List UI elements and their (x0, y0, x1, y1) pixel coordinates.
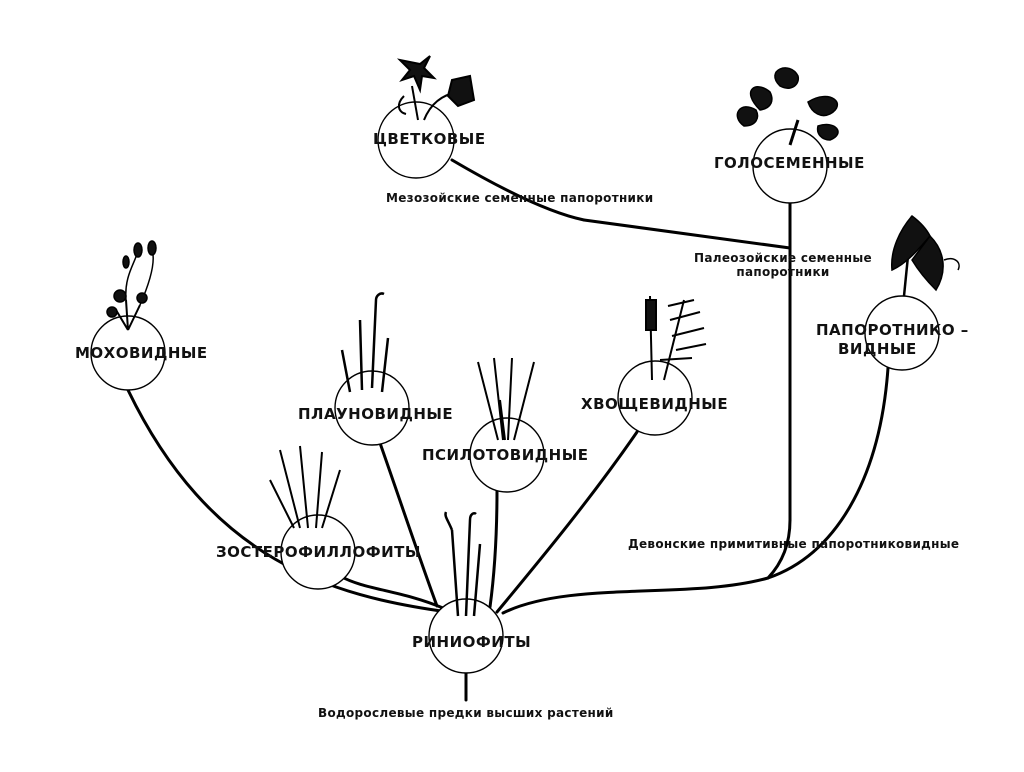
label-gymnosperms: ГОЛОСЕМЕННЫЕ (714, 154, 865, 172)
gymnosperm-plant-icon (736, 67, 839, 146)
label-lycophytes: ПЛАУНОВИДНЫЕ (298, 405, 454, 423)
rhyniophyte-plant-icon (444, 511, 482, 617)
label-ferns-line2: ВИДНЫЕ (838, 340, 917, 358)
node-psilotophytes (469, 417, 545, 493)
label-paleozoic-seed-ferns-line1: Палеозойские семенные (694, 251, 872, 265)
label-rhyniophytes: РИНИОФИТЫ (412, 633, 532, 651)
label-ferns-line1: ПАПОРОТНИКО – (816, 321, 969, 339)
label-paleozoic-seed-ferns-line2: папоротники (736, 265, 830, 279)
label-mesozoic-seed-ferns: Мезозойские семенные папоротники (386, 191, 654, 205)
branch-ferns (766, 366, 890, 580)
moss-plant-icon (106, 240, 157, 331)
label-zosterophyllophytes: ЗОСТЕРОФИЛЛОФИТЫ (216, 543, 421, 561)
branch-horsetails (495, 430, 639, 614)
lycophyte-plant-icon (340, 292, 390, 393)
psilotophyte-plant-icon (477, 357, 535, 441)
node-horsetails (617, 360, 693, 436)
branch-zosterophyllophytes (338, 574, 445, 610)
branch-psilotophytes (488, 488, 499, 609)
zosterophyllophyte-plant-icon (269, 445, 341, 529)
label-flowering: ЦВЕТКОВЫЕ (373, 130, 486, 148)
flowering-plant-icon (396, 55, 476, 121)
node-ferns (864, 295, 940, 371)
branch-mosses (126, 388, 450, 614)
branch-paleozoic-seed-ferns (582, 218, 792, 250)
node-gymnosperms (752, 128, 828, 204)
label-devonian-primitive-ferns: Девонские примитивные папоротниковидные (628, 537, 960, 551)
fern-plant-icon (891, 214, 960, 297)
label-horsetails: ХВОЩЕВИДНЫЕ (581, 395, 729, 413)
label-algal-ancestors: Водорослевые предки высших растений (318, 706, 614, 720)
branch-devonian (501, 518, 792, 615)
node-flowering (377, 101, 455, 179)
branch-lycophytes (378, 441, 439, 608)
label-psilotophytes: ПСИЛОТОВИДНЫЕ (422, 446, 589, 464)
horsetail-plant-icon (645, 295, 707, 381)
label-mosses: МОХОВИДНЫЕ (75, 344, 208, 362)
branch-flowering (450, 158, 586, 222)
